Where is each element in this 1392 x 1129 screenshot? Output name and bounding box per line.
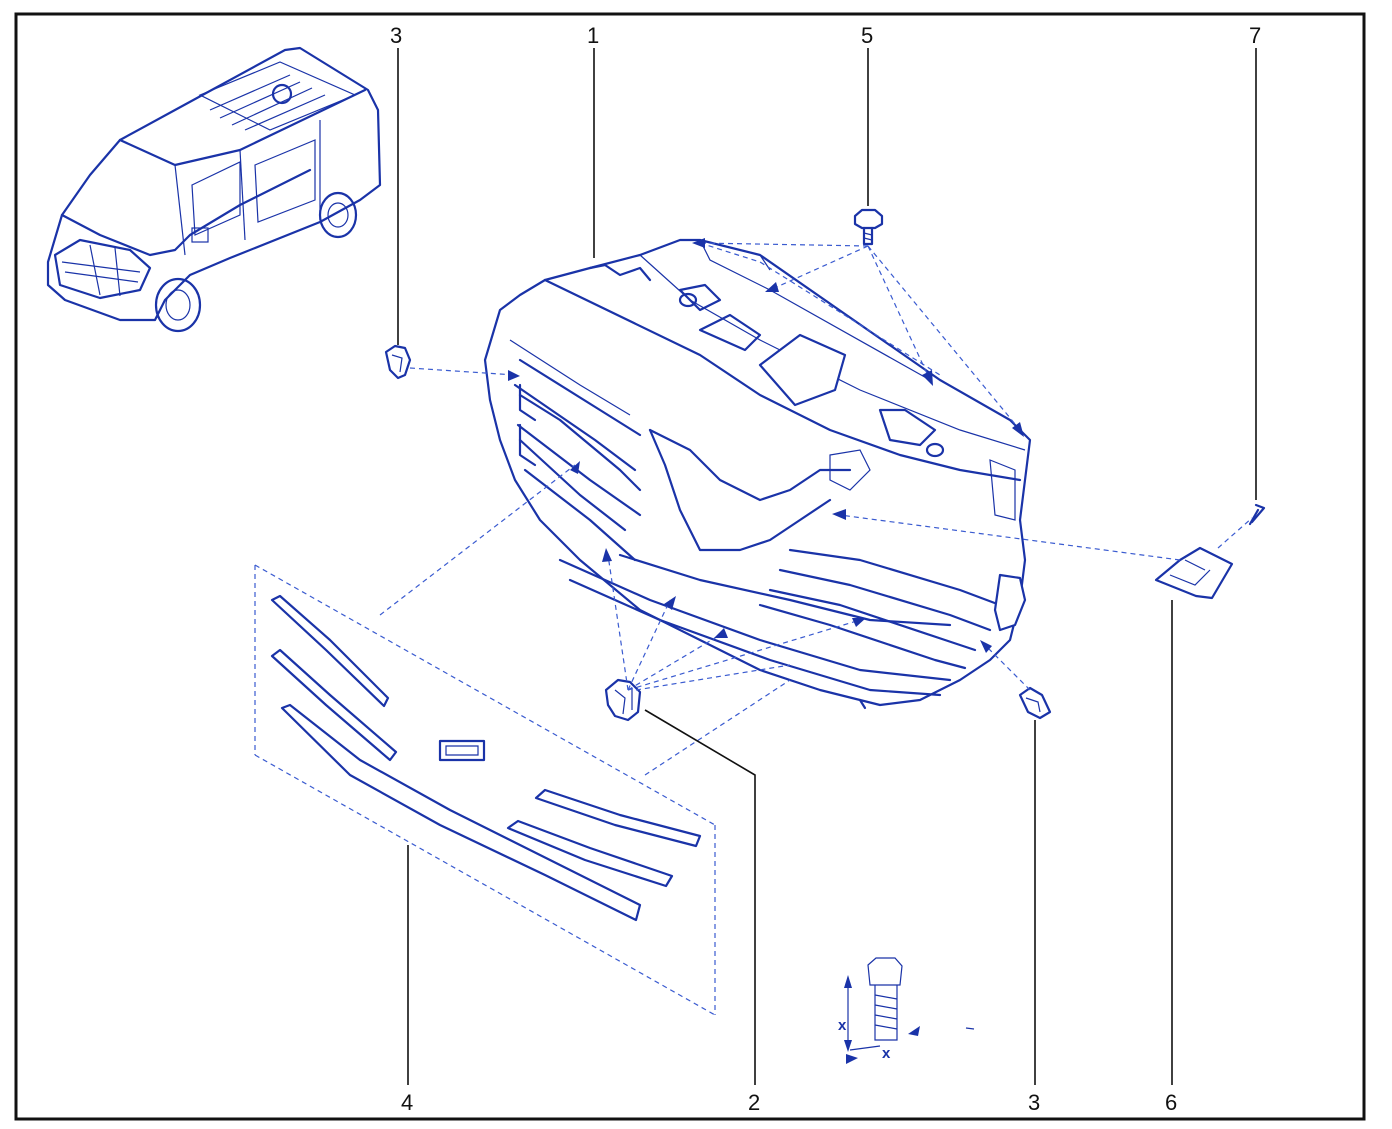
dimension-x-vertical: x	[838, 1017, 847, 1034]
bracket-part-6	[1154, 546, 1234, 600]
callout-6: 6	[1165, 1090, 1177, 1115]
dimension-x-horizontal: x	[882, 1045, 891, 1062]
diagram-border	[14, 12, 1366, 1121]
leader-lines	[397, 48, 1257, 1085]
callout-2: 2	[748, 1090, 760, 1115]
clip-part-2	[604, 678, 642, 722]
callout-4: 4	[401, 1090, 413, 1115]
callout-3-bottom: 3	[1028, 1090, 1040, 1115]
screw-part-7	[1248, 503, 1266, 526]
callout-7: 7	[1249, 23, 1261, 48]
grille-assembly	[483, 238, 1032, 710]
callout-3-top: 3	[390, 23, 402, 48]
callout-1: 1	[587, 23, 599, 48]
dimension-detail: x x	[838, 957, 975, 1064]
trim-strips-part-4	[270, 594, 702, 922]
bolt-part-5	[853, 208, 884, 246]
clip-part-3-left	[384, 344, 412, 380]
assembly-lines	[254, 242, 1253, 1016]
van-thumbnail	[46, 46, 382, 333]
callout-labels: 3 1 5 7 4 2 3 6	[390, 23, 1261, 1115]
assembly-arrowheads	[508, 238, 1024, 653]
callout-5: 5	[861, 23, 873, 48]
clip-part-3-right	[1018, 686, 1052, 720]
